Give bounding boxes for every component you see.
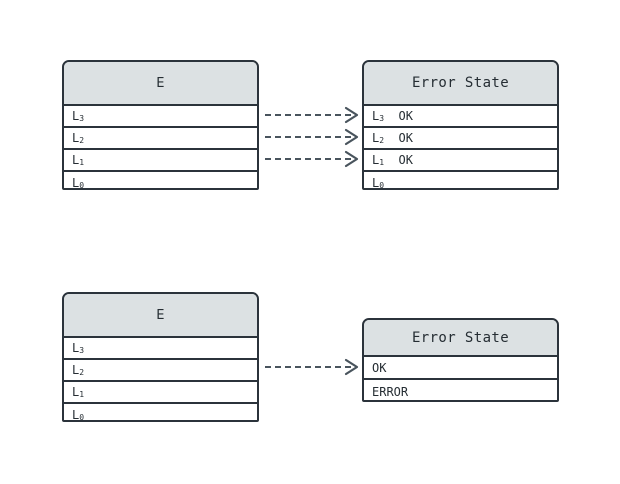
table-error-state-bottom[interactable]: Error State OK ERROR [362, 318, 559, 402]
row-label: OK [372, 360, 387, 375]
arrowhead-icon [344, 150, 359, 168]
table-row[interactable]: OK [364, 357, 557, 380]
arrowhead-icon [344, 106, 359, 124]
row-suffix: OK [384, 109, 413, 123]
row-label: L [372, 176, 380, 190]
row-label: L [72, 176, 80, 190]
table-error-state-top-title: Error State [411, 75, 510, 91]
table-row[interactable]: ERROR [364, 380, 557, 400]
row-label: L [72, 341, 80, 355]
row-label: L [72, 131, 80, 145]
row-label: L [72, 363, 80, 377]
row-label: L [72, 153, 80, 167]
table-error-state-top-header: Error State [364, 62, 557, 106]
arrowhead-icon [344, 358, 359, 376]
row-suffix: OK [384, 131, 413, 145]
table-e-top-header: E [64, 62, 257, 106]
row-label: L [72, 385, 80, 399]
row-label: L [72, 408, 80, 422]
table-error-state-bottom-title: Error State [411, 329, 510, 346]
table-error-state-bottom-header: Error State [364, 320, 557, 357]
row-label: ERROR [372, 384, 409, 399]
arrowhead-icon [344, 128, 359, 146]
row-label: L [72, 109, 80, 123]
row-label: L [372, 109, 380, 123]
row-suffix: OK [384, 153, 413, 167]
table-e-bottom-header: E [64, 294, 257, 338]
table-e-bottom-title: E [156, 307, 165, 323]
row-label: L [372, 131, 380, 145]
row-label: L [372, 153, 380, 167]
table-e-top-title: E [156, 75, 165, 91]
